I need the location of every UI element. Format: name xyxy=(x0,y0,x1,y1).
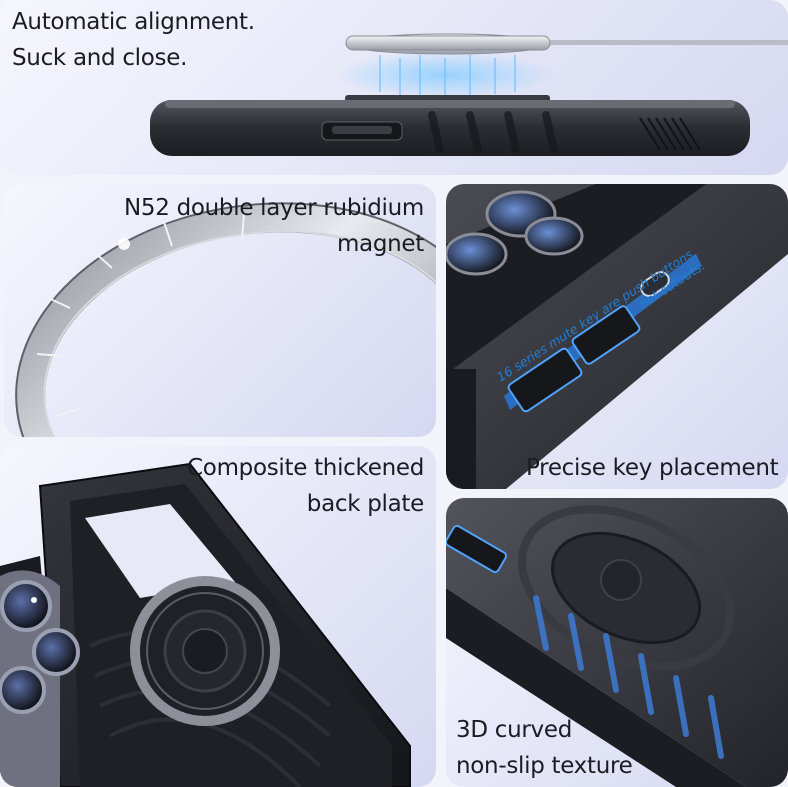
key-placement-panel: 16 series mute key are push buttons, not… xyxy=(446,184,788,489)
texture-panel: 3D curved non-slip texture xyxy=(446,498,788,787)
case-interior-illustration xyxy=(0,462,411,787)
magnet-caption-line1: N52 double layer rubidium xyxy=(124,195,424,221)
texture-caption-line1: 3D curved xyxy=(456,717,572,743)
backplate-caption: Composite thickened back plate xyxy=(187,450,424,522)
magnet-caption: N52 double layer rubidium magnet xyxy=(124,190,424,262)
alignment-panel: Automatic alignment. Suck and close. xyxy=(0,0,788,175)
alignment-caption-line1: Automatic alignment. xyxy=(12,9,255,35)
texture-caption-line2: non-slip texture xyxy=(456,753,633,779)
textured-side-illustration xyxy=(446,498,788,787)
key-placement-caption: Precise key placement xyxy=(526,455,779,481)
alignment-caption: Automatic alignment. Suck and close. xyxy=(12,4,255,76)
side-buttons-illustration xyxy=(446,184,788,489)
alignment-caption-line2: Suck and close. xyxy=(12,45,188,71)
magnet-panel: N52 double layer rubidium magnet xyxy=(4,184,436,437)
magnet-caption-line2: magnet xyxy=(336,231,424,257)
backplate-caption-line1: Composite thickened xyxy=(187,455,424,481)
charger-and-case-illustration xyxy=(150,33,788,156)
magnet-ring-illustration xyxy=(15,202,436,437)
backplate-panel: Composite thickened back plate xyxy=(0,446,436,787)
texture-caption: 3D curved non-slip texture xyxy=(456,712,633,784)
backplate-caption-line2: back plate xyxy=(306,491,425,517)
